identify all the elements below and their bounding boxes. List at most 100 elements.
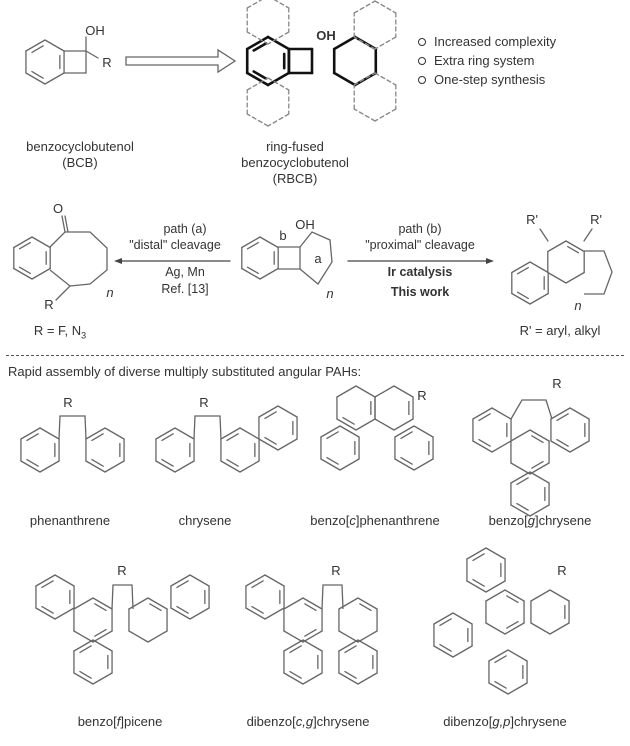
ring-bond: [246, 77, 269, 91]
double-bond: [506, 595, 519, 604]
arrowhead: [486, 258, 494, 264]
ring-bond: [472, 440, 493, 453]
double-bond: [264, 411, 277, 420]
ring-bond: [336, 385, 357, 398]
ring-bond: [507, 682, 528, 695]
path-b-desc: "proximal" cleavage: [365, 238, 475, 252]
ring-bond: [73, 597, 94, 610]
ring-bond: [338, 639, 359, 652]
n-label: n: [574, 298, 581, 313]
ring-bond: [302, 630, 323, 643]
ring-bond: [510, 504, 531, 517]
ring-bond: [491, 407, 512, 420]
ring-bond: [302, 639, 323, 652]
double-bond: [246, 241, 259, 250]
bond: [85, 50, 99, 59]
double-bond: [176, 605, 189, 614]
r-label: R: [557, 563, 566, 578]
double-bond: [400, 456, 413, 465]
ring-bond: [128, 597, 149, 610]
ring-bond: [239, 460, 260, 473]
r-label: R: [199, 395, 208, 410]
bullet-item: One-step synthesis: [418, 72, 545, 87]
double-bond: [246, 266, 259, 275]
path-a-reagents: Ag, Mn: [165, 265, 205, 279]
ring-bond: [241, 267, 261, 280]
ring-bond: [413, 425, 434, 438]
compound-name-benzo-g-chrysene: benzo[g]chrysene: [488, 513, 592, 528]
ring-bond: [92, 597, 113, 610]
bcb-abbr: (BCB): [62, 155, 98, 170]
double-bond: [531, 435, 544, 444]
double-bond: [516, 502, 529, 511]
double-bond: [439, 643, 452, 652]
ring-bond: [488, 649, 509, 662]
ring-bond: [565, 271, 585, 284]
double-bond: [344, 645, 357, 654]
ring-bond: [511, 261, 531, 274]
ring-bond: [73, 630, 94, 643]
ring-bond: [530, 622, 551, 635]
n-label: n: [106, 285, 113, 300]
ring-bond: [189, 607, 210, 620]
section-heading: Rapid assembly of diverse multiply subst…: [8, 364, 362, 379]
double-bond: [556, 438, 569, 447]
ring-bond: [92, 639, 113, 652]
ring-bond: [85, 427, 106, 440]
ring-bond: [104, 460, 125, 473]
ring-bond: [58, 415, 87, 440]
ring-bond: [44, 72, 65, 85]
fused-ring: [299, 231, 333, 285]
ring-bond: [357, 639, 378, 652]
ring-bond: [394, 458, 415, 471]
ring-bond: [529, 462, 550, 475]
bond: [64, 215, 69, 233]
ring-bond: [529, 261, 549, 274]
ring-bond: [302, 597, 323, 610]
o-label: O: [53, 201, 63, 216]
ring-bond: [54, 574, 75, 587]
oh-label: OH: [85, 23, 105, 38]
ring-bond: [339, 458, 360, 471]
ring-bond: [35, 607, 56, 620]
ring-bond: [485, 547, 506, 560]
ring-bond: [485, 622, 506, 635]
ring-bond: [170, 574, 191, 587]
ring-bond: [550, 407, 571, 420]
bullet-icon: [418, 37, 426, 46]
double-bond: [344, 670, 357, 679]
ring-bond: [488, 682, 509, 695]
ring-bond: [339, 425, 360, 438]
ring-bond: [374, 108, 397, 122]
section-divider: [6, 355, 624, 356]
double-bond: [472, 553, 485, 562]
double-bond: [79, 670, 92, 679]
double-bond: [226, 458, 239, 467]
path-a-desc: "distal" cleavage: [129, 238, 221, 252]
compound-name-dibenzo-cg-chrysene: dibenzo[c,g]chrysene: [246, 714, 370, 729]
ring-bond: [220, 427, 241, 440]
double-bond: [18, 241, 31, 250]
path-a-label: path (a): [163, 222, 207, 236]
ring-bond: [466, 547, 487, 560]
ring-bond: [466, 580, 487, 593]
double-bond: [289, 645, 302, 654]
oh-label: OH: [295, 217, 315, 232]
ring-bond: [357, 672, 378, 685]
ring-bond: [547, 271, 567, 284]
ring-bond: [245, 607, 266, 620]
ring-bond: [73, 639, 94, 652]
double-bond: [516, 291, 529, 300]
ring-bond: [246, 31, 269, 45]
ring-bond: [104, 427, 125, 440]
ring-bond: [155, 427, 176, 440]
double-bond: [176, 580, 189, 589]
double-bond: [26, 433, 39, 442]
bullet-icon: [418, 75, 426, 84]
ring-bond: [147, 630, 168, 643]
compound-name-phenanthrene: phenanthrene: [29, 513, 111, 528]
ring-bond: [245, 71, 270, 87]
ring-bond: [277, 438, 298, 451]
r-label: R: [331, 563, 340, 578]
ring-bond: [35, 574, 56, 587]
